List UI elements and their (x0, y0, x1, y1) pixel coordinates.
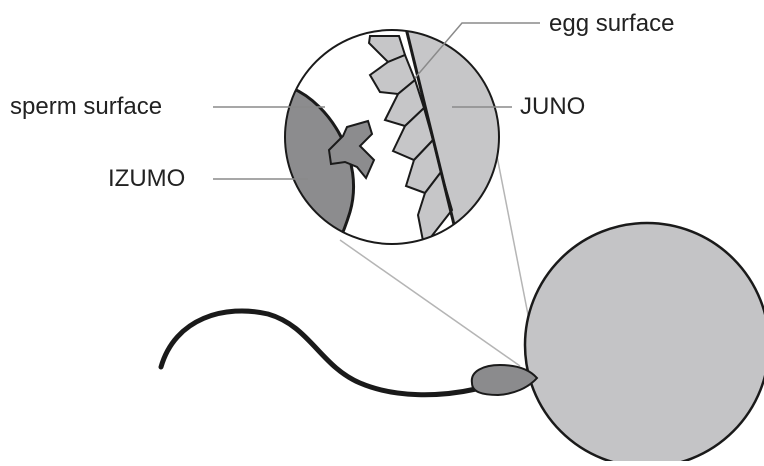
sperm-surface-label: sperm surface (10, 93, 162, 120)
izumo-label: IZUMO (108, 165, 185, 192)
sperm-tail (161, 311, 476, 395)
egg-surface-label: egg surface (549, 10, 674, 37)
egg-cell (525, 223, 764, 461)
zoom-guide-line-left (340, 240, 520, 366)
sperm-head (472, 365, 537, 395)
juno-label: JUNO (520, 93, 585, 120)
magnified-view (270, 20, 560, 250)
